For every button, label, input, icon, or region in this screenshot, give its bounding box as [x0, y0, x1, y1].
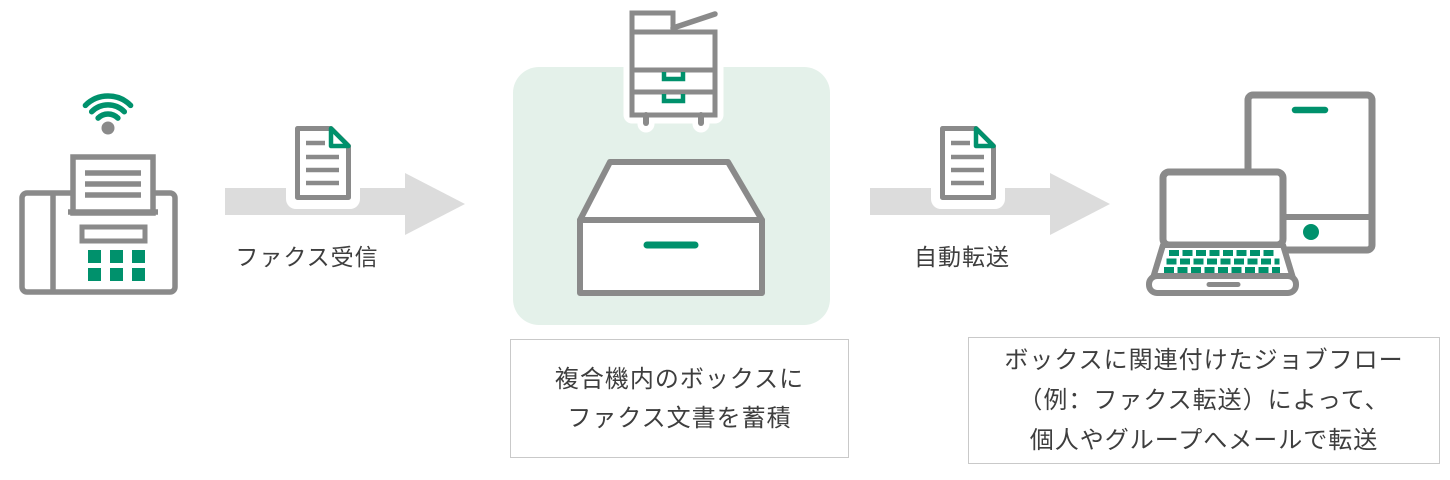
document-icon	[940, 126, 996, 200]
wifi-icon	[82, 93, 134, 135]
document-halo	[931, 115, 1005, 209]
tablet-home-button	[1303, 224, 1319, 240]
arrow-1-label: ファクス受信	[235, 244, 379, 270]
fax-machine-icon	[19, 93, 178, 295]
document-fold	[328, 126, 351, 149]
caption-line: （例：ファクス転送）によって、	[1018, 386, 1390, 414]
multifunction-printer-icon	[623, 5, 724, 133]
scanner-arm	[670, 11, 718, 31]
arrow-head-icon	[1050, 173, 1110, 235]
caption-line: 個人やグループへメールで転送	[1029, 426, 1379, 454]
caption-line: 複合機内のボックスに	[554, 365, 805, 393]
arrow-head-icon	[405, 173, 465, 235]
caption-line: ボックスに関連付けたジョブフロー	[1004, 346, 1404, 374]
caption-line: ファクス文書を蓄積	[567, 404, 792, 432]
forward-caption: ボックスに関連付けたジョブフロー （例：ファクス転送）によって、 個人やグループ…	[968, 337, 1440, 464]
storage-caption: 複合機内のボックスに ファクス文書を蓄積	[510, 339, 849, 458]
printer-drawer-handles	[661, 72, 686, 104]
laptop-screen	[1159, 168, 1287, 249]
laptop-keyboard	[1164, 250, 1280, 273]
printer-legs	[643, 112, 704, 126]
arrow-2-label: 自動転送	[914, 244, 1010, 270]
document-halo	[286, 115, 360, 209]
laptop-and-tablet-icon	[1146, 91, 1376, 296]
laptop-icon	[1146, 168, 1299, 296]
document-icon	[295, 126, 351, 200]
fax-keypad	[88, 250, 145, 281]
flow-arrow-1	[225, 173, 465, 235]
storage-box-icon	[577, 159, 765, 296]
document-fold	[973, 126, 996, 149]
fax-display	[79, 224, 148, 244]
